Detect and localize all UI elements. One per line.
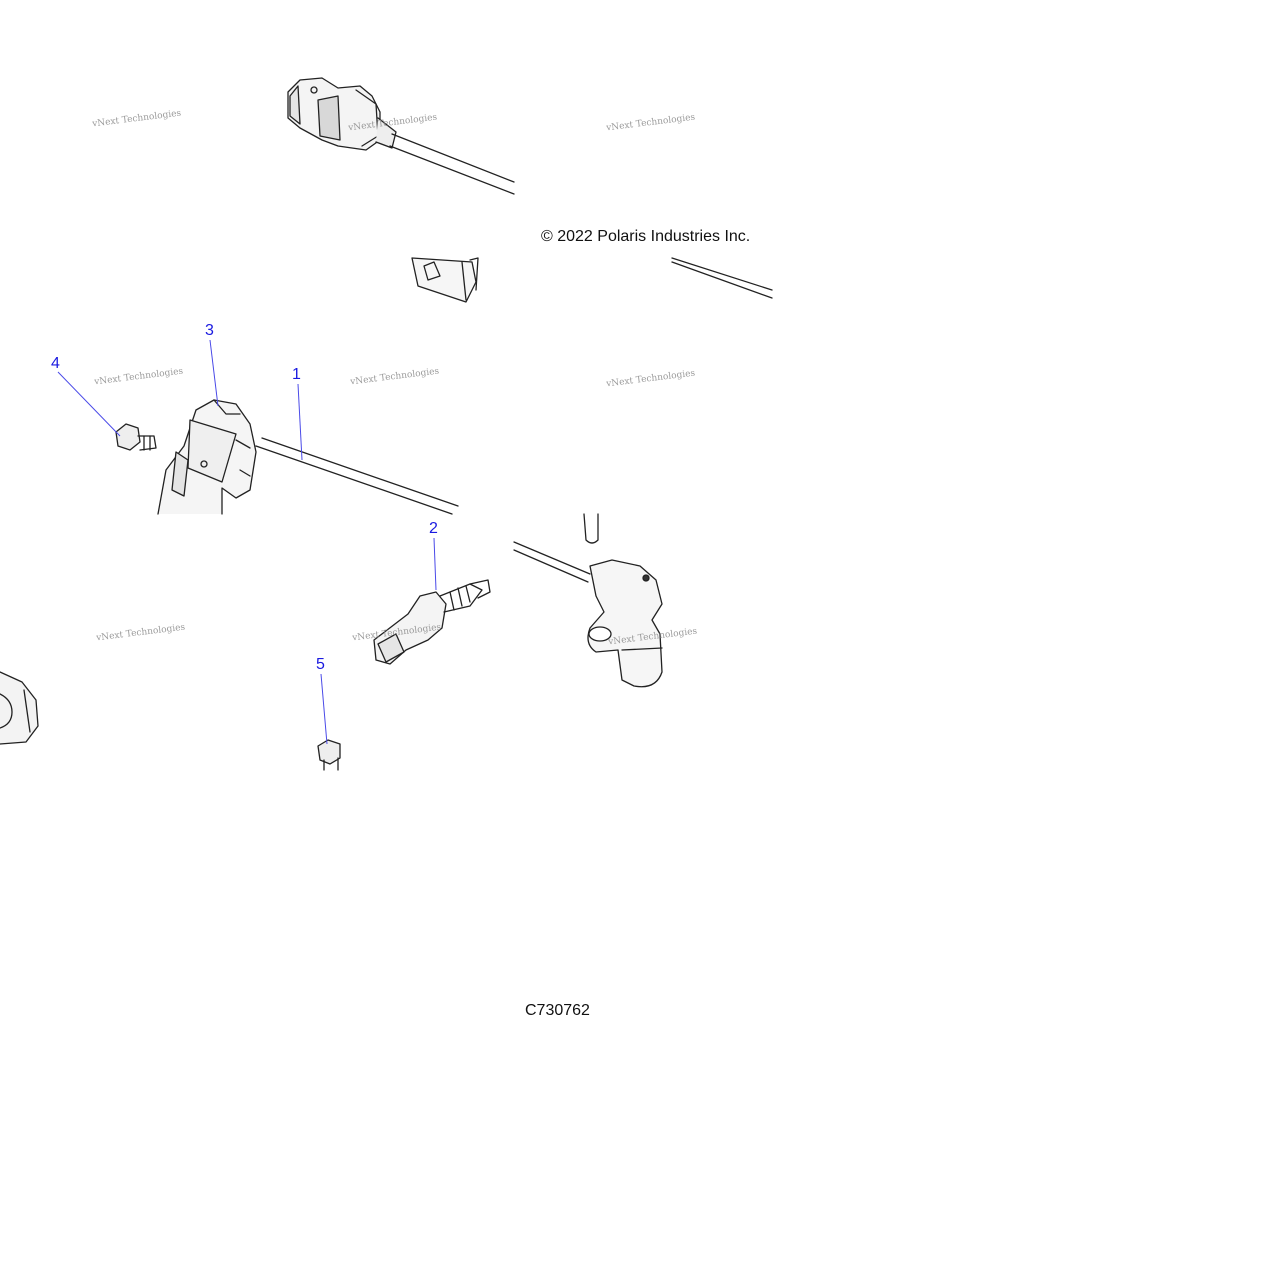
callout-1[interactable]: 1 bbox=[292, 366, 301, 383]
crank-position-sensor bbox=[513, 513, 663, 688]
leader-line-4 bbox=[57, 371, 121, 437]
leader-line-3 bbox=[209, 339, 219, 407]
drawing-number: C730762 bbox=[525, 1002, 590, 1019]
callout-2[interactable]: 2 bbox=[429, 520, 438, 537]
bolt-part-5 bbox=[317, 739, 341, 771]
harness-clip bbox=[411, 257, 479, 303]
map-sensor bbox=[157, 399, 257, 515]
bolt-part-4 bbox=[115, 423, 157, 451]
sensor-cable bbox=[255, 437, 459, 515]
top-harness-connector bbox=[287, 77, 515, 195]
leader-line-5 bbox=[320, 673, 328, 745]
left-edge-bracket bbox=[0, 671, 39, 745]
callout-3[interactable]: 3 bbox=[205, 322, 214, 339]
copyright-notice: © 2022 Polaris Industries Inc. bbox=[541, 228, 751, 245]
callout-5[interactable]: 5 bbox=[316, 656, 325, 673]
cable-segment-top-right bbox=[671, 257, 773, 299]
leader-line-2 bbox=[433, 537, 437, 591]
temperature-sensor bbox=[373, 579, 491, 665]
callout-4[interactable]: 4 bbox=[51, 355, 60, 372]
leader-line-1 bbox=[297, 383, 303, 461]
